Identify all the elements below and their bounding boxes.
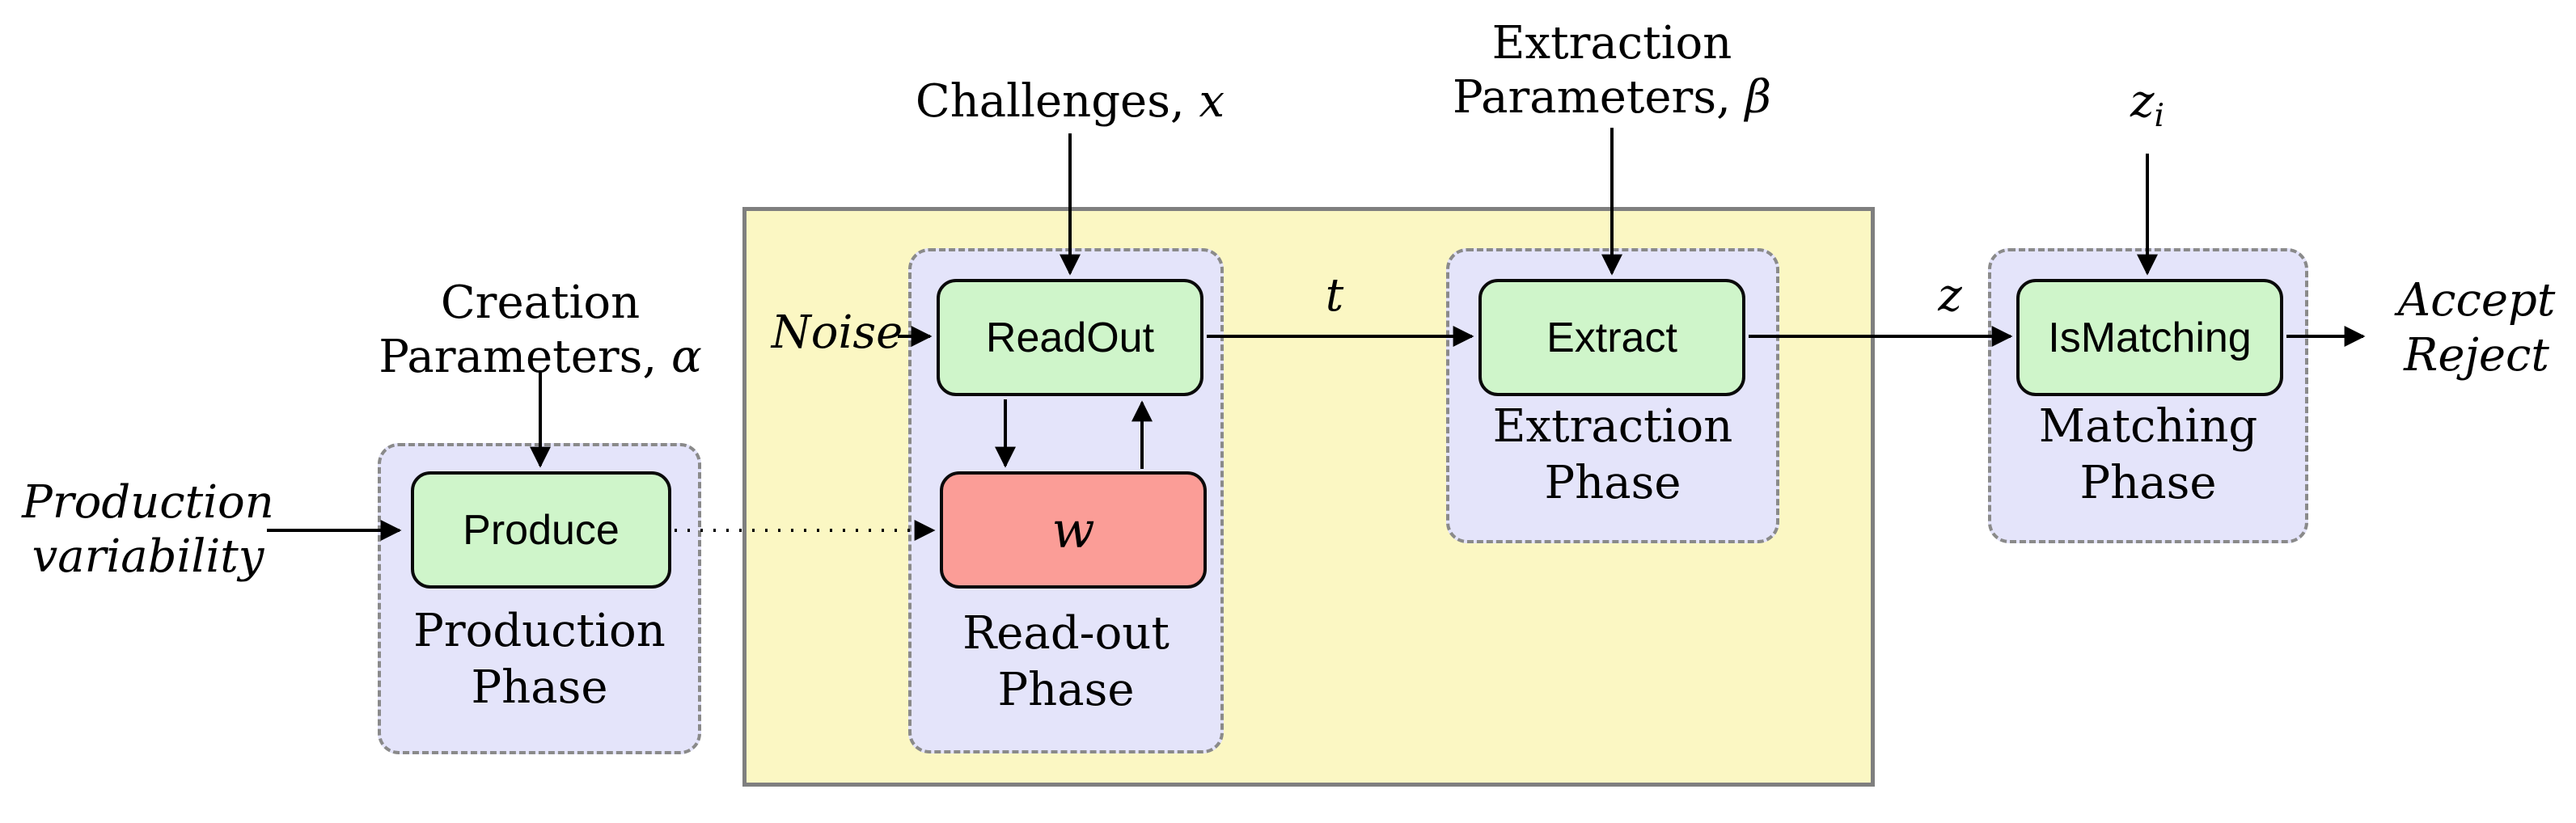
phase-label-line: Phase bbox=[471, 661, 608, 714]
t-signal-label: t bbox=[1325, 269, 1344, 322]
extraction-parameters-text: Parameters, bbox=[1452, 71, 1745, 124]
noise-label: Noise bbox=[771, 306, 903, 359]
accept-reject-label: Accept Reject bbox=[2398, 273, 2556, 383]
produce-node-label: Produce bbox=[463, 506, 620, 554]
alpha-symbol: α bbox=[670, 331, 702, 383]
challenges-text: Challenges, bbox=[915, 75, 1199, 128]
challenges-label: Challenges, x bbox=[916, 74, 1225, 129]
accept-line: Accept bbox=[2397, 274, 2556, 327]
creation-parameters-label: Creation Parameters, α bbox=[379, 276, 702, 384]
w-memory-node: w bbox=[940, 471, 1207, 589]
z-signal-label: z bbox=[1938, 269, 1962, 322]
production-variability-line2: variability bbox=[32, 530, 264, 583]
extraction-parameters-label: Extraction Parameters, β bbox=[1453, 16, 1771, 125]
extract-node-label: Extract bbox=[1546, 314, 1677, 361]
ismatching-node: IsMatching bbox=[2016, 279, 2283, 396]
beta-symbol: β bbox=[1745, 71, 1772, 124]
readout-node-label: ReadOut bbox=[985, 314, 1155, 361]
extraction-parameters-line1: Extraction bbox=[1491, 17, 1732, 70]
phase-label-line: Extraction bbox=[1492, 400, 1733, 453]
reject-line: Reject bbox=[2404, 329, 2549, 382]
creation-parameters-line1: Creation bbox=[440, 276, 641, 329]
extraction-phase-label: Extraction Phase bbox=[1449, 399, 1776, 512]
extract-node: Extract bbox=[1478, 279, 1745, 396]
production-variability-label: Production variability bbox=[22, 475, 274, 584]
zi-input-label: zi bbox=[2130, 74, 2164, 132]
readout-phase-label: Read-out Phase bbox=[912, 606, 1220, 719]
produce-node: Produce bbox=[411, 471, 671, 589]
readout-node: ReadOut bbox=[937, 279, 1203, 396]
phase-label-line: Phase bbox=[2079, 457, 2217, 509]
w-node-label: w bbox=[1051, 500, 1095, 559]
production-variability-line1: Production bbox=[22, 476, 274, 529]
ismatching-node-label: IsMatching bbox=[2048, 314, 2252, 361]
i-subscript: i bbox=[2154, 98, 2165, 135]
extraction-parameters-line2: Parameters, β bbox=[1453, 70, 1771, 125]
z-symbol: z bbox=[2130, 75, 2155, 128]
phase-label-line: Phase bbox=[997, 664, 1135, 716]
phase-label-line: Production bbox=[413, 605, 666, 657]
phase-label-line: Read-out bbox=[962, 607, 1170, 660]
production-phase-label: Production Phase bbox=[381, 603, 698, 716]
phase-label-line: Matching bbox=[2038, 400, 2258, 453]
matching-phase-label: Matching Phase bbox=[1991, 399, 2305, 512]
creation-parameters-line2: Parameters, α bbox=[379, 330, 702, 384]
phase-label-line: Phase bbox=[1544, 457, 1681, 509]
creation-parameters-text: Parameters, bbox=[379, 331, 671, 383]
x-symbol: x bbox=[1199, 75, 1225, 128]
